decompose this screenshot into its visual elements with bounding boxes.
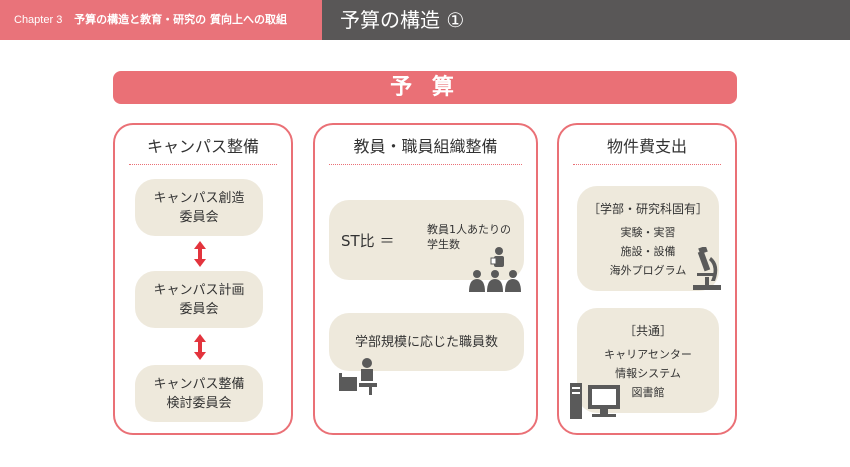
teacher-students-icon [469,247,521,292]
st-ratio-desc-line: 学生数 [427,238,460,251]
common-heading: ［共通］ [623,324,672,338]
computer-icon [570,383,620,419]
microscope-icon [693,247,721,290]
double-arrow-icon [194,334,206,360]
common-item: キャリアセンター [604,348,692,361]
campus-panel: キャンパス整備 キャンパス創造 委員会 キャンパス計画 委員会 キャンパス整備 … [113,123,293,435]
st-ratio-box: ST比 ＝ 教員1人あたりの 学生数 [329,200,524,292]
campus-panel-title: キャンパス整備 [146,137,259,156]
staff-panel-title: 教員・職員組織整備 [353,137,498,156]
property-panel: 物件費支出 ［学部・研究科固有］ 実験・実習 施設・設備 海外プログラム ［共通… [557,123,737,435]
committee-line: キャンパス計画 [153,282,245,298]
panel-divider [129,164,277,165]
chapter-number: Chapter 3 [14,14,63,26]
committee-campus-development-review: キャンパス整備 検討委員会 [135,365,263,422]
page-title-bar: 予算の構造 ① [322,0,850,40]
common-item: 情報システム [615,367,681,380]
committee-line: 委員会 [179,301,219,317]
chapter-title: 予算の構造と教育・研究の 質向上への取組 [74,13,287,26]
st-ratio-desc-line: 教員1人あたりの [427,223,511,236]
property-panel-title: 物件費支出 [606,137,687,156]
faculty-item: 実験・実習 [620,226,676,239]
staff-count-box: 学部規模に応じた職員数 [329,313,524,371]
committee-campus-creation: キャンパス創造 委員会 [135,179,263,236]
committee-campus-planning: キャンパス計画 委員会 [135,271,263,328]
office-worker-icon [339,358,377,395]
panel-divider [573,164,721,165]
staff-count-label: 学部規模に応じた職員数 [354,335,498,350]
committee-line: 委員会 [179,209,219,225]
panel-divider [329,164,522,165]
faculty-item: 施設・設備 [620,245,676,258]
committee-line: 検討委員会 [166,395,232,411]
budget-banner: 予 算 [113,71,737,104]
page-title: 予算の構造 ① [340,8,465,32]
faculty-specific-heading: ［学部・研究科固有］ [587,202,708,216]
committee-line: キャンパス整備 [153,376,245,392]
faculty-item: 海外プログラム [609,264,687,277]
double-arrow-icon [194,241,206,267]
st-ratio-label: ST比 ＝ [341,232,395,250]
committee-line: キャンパス創造 [153,190,245,206]
staff-panel: 教員・職員組織整備 ST比 ＝ 教員1人あたりの 学生数 学部規模に応じた職員数 [313,123,538,435]
common-item: 図書館 [631,386,665,399]
chapter-header: Chapter 3 予算の構造と教育・研究の 質向上への取組 [0,0,322,40]
faculty-specific-box: ［学部・研究科固有］ 実験・実習 施設・設備 海外プログラム [577,186,719,291]
